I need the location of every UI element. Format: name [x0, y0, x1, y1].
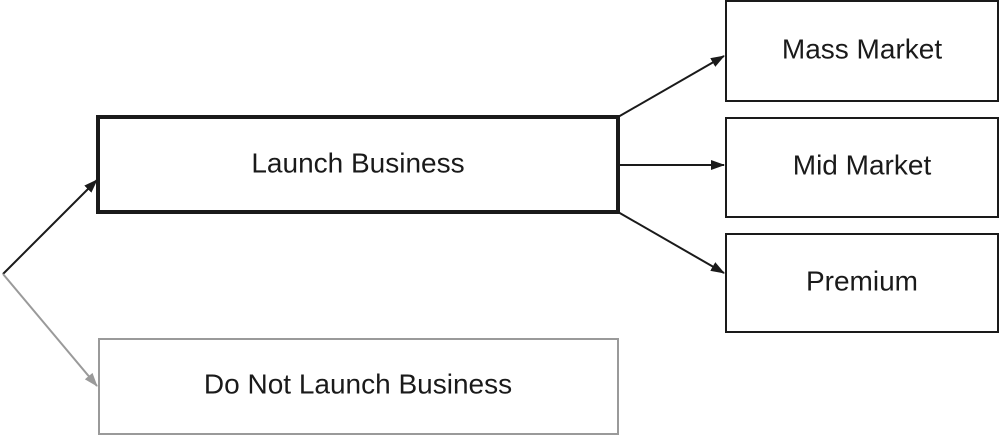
edge-root-to-launch	[2, 179, 98, 275]
node-mass-market-label: Mass Market	[782, 33, 942, 64]
node-premium: Premium	[725, 233, 999, 333]
node-launch-business: Launch Business	[96, 115, 620, 214]
node-mid-market: Mid Market	[725, 117, 999, 218]
edge-launch-to-mass-market	[617, 55, 725, 118]
node-do-not-launch-business: Do Not Launch Business	[98, 338, 619, 435]
node-do-not-launch-business-label: Do Not Launch Business	[204, 368, 512, 399]
node-mass-market: Mass Market	[725, 0, 999, 102]
node-mid-market-label: Mid Market	[793, 149, 932, 180]
node-premium-label: Premium	[806, 265, 918, 296]
edge-launch-to-premium	[617, 211, 725, 274]
node-launch-business-label: Launch Business	[251, 147, 464, 178]
edge-root-to-no-launch	[2, 273, 98, 387]
